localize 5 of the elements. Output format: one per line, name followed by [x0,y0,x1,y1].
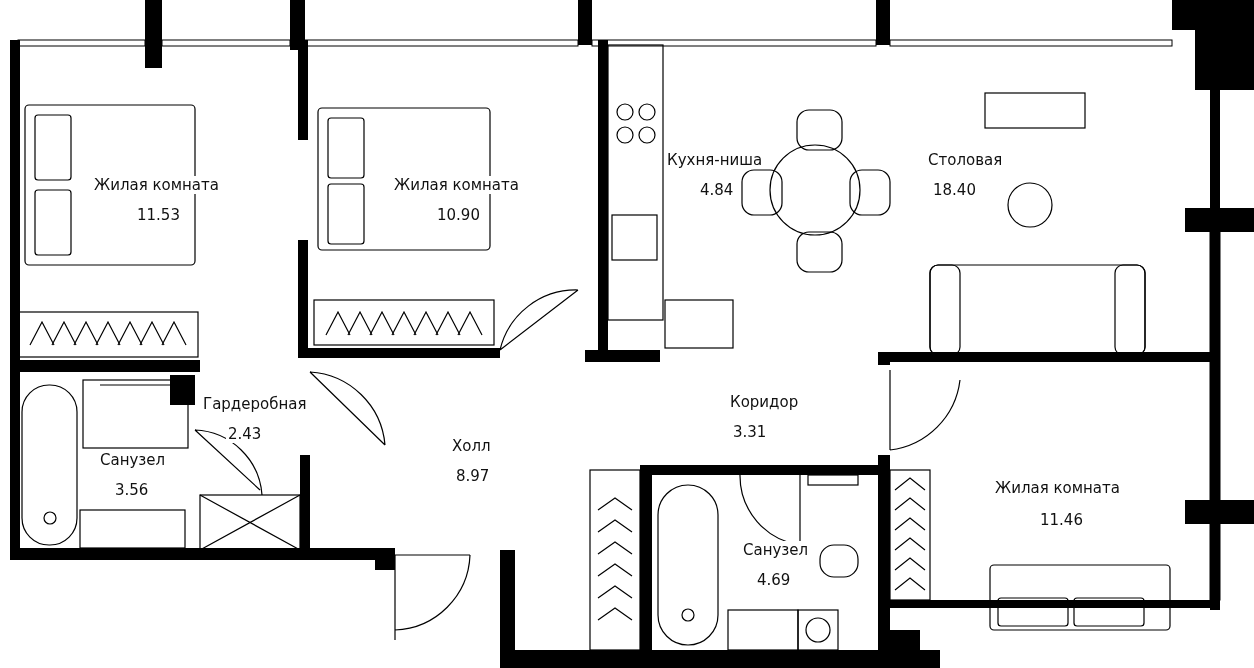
room-name: Коридор [728,393,801,411]
room-name: Жилая комната [92,176,221,194]
room-name: Жилая комната [392,176,521,194]
room-name: Гардеробная [201,395,309,413]
area-value: 2.43 [226,425,264,443]
